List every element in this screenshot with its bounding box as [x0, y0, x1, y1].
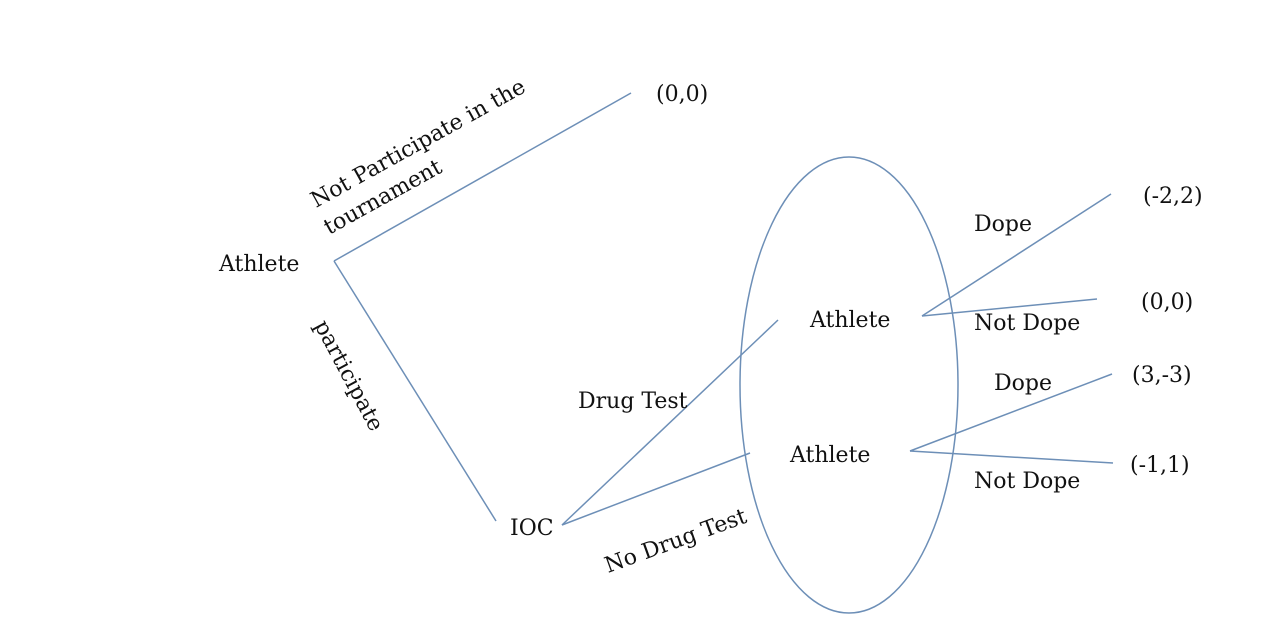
- node-ioc: IOC: [510, 516, 554, 541]
- label-no-drug-test: No Drug Test: [602, 504, 751, 579]
- edge-drug-test: [561, 319, 779, 526]
- payoff-no-test-not-dope: (-1,1): [1130, 453, 1190, 478]
- label-drug-test: Drug Test: [578, 389, 688, 414]
- edge-lower-dope: [909, 373, 1113, 452]
- label-lower-not-dope: Not Dope: [974, 469, 1080, 494]
- edge-upper-dope: [921, 193, 1112, 317]
- edge-upper-not-dope: [921, 298, 1098, 317]
- edge-no-drug-test: [561, 452, 751, 526]
- label-upper-not-dope: Not Dope: [974, 311, 1080, 336]
- edge-participate: [333, 260, 497, 522]
- label-not-participate-line1: Not Participate in the: [307, 74, 530, 213]
- label-lower-dope: Dope: [994, 371, 1052, 396]
- node-root-athlete: Athlete: [218, 252, 299, 277]
- payoff-no-test-dope: (3,-3): [1132, 363, 1192, 388]
- node-athlete-upper: Athlete: [809, 308, 890, 333]
- payoff-test-not-dope: (0,0): [1141, 290, 1193, 315]
- label-upper-dope: Dope: [974, 212, 1032, 237]
- label-participate: participate: [309, 316, 388, 435]
- edge-not-participate: [333, 92, 632, 262]
- payoff-test-dope: (-2,2): [1143, 184, 1203, 209]
- edge-lower-not-dope: [909, 450, 1114, 464]
- information-set-ellipse: [739, 156, 959, 614]
- node-athlete-lower: Athlete: [789, 443, 870, 468]
- payoff-not-participate: (0,0): [656, 82, 708, 107]
